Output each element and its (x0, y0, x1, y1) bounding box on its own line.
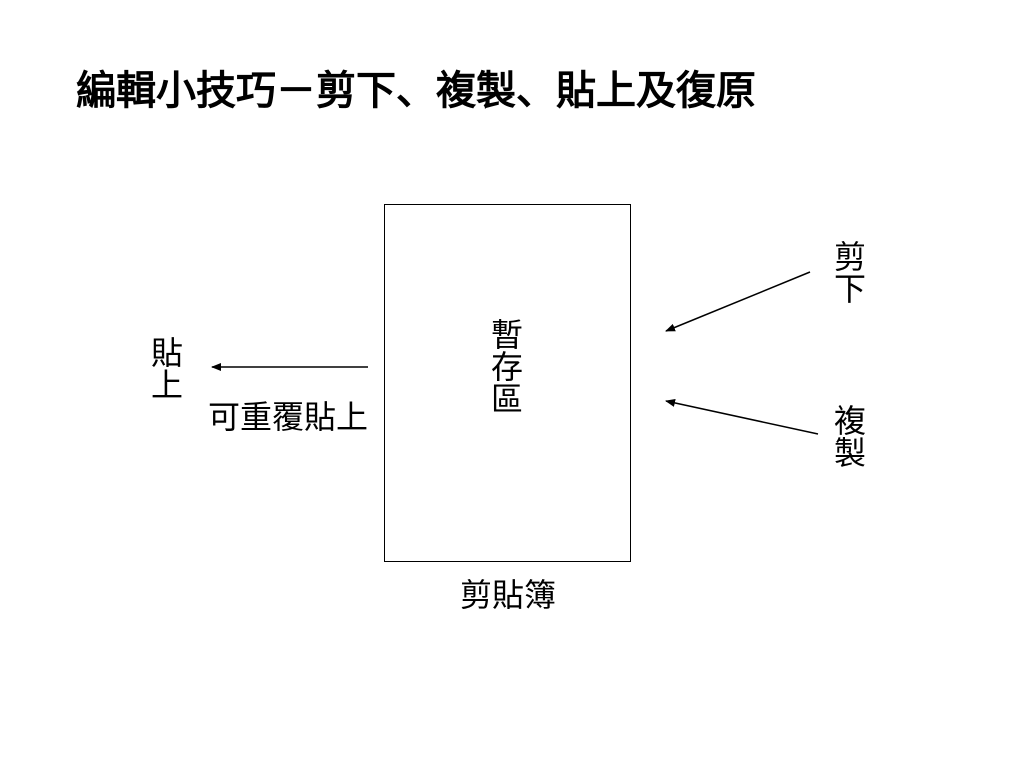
temp-storage-label: 暫存區 (486, 318, 524, 414)
clipboard-box (384, 204, 631, 562)
copy-arrow (665, 399, 819, 435)
paste-label: 貼上 (146, 336, 184, 400)
cut-arrow (665, 271, 811, 332)
repeat-paste-label: 可重覆貼上 (208, 398, 369, 436)
clipboard-caption: 剪貼簿 (460, 576, 557, 614)
cut-label: 剪下 (829, 240, 867, 304)
slide-title: 編輯小技巧－剪下、複製、貼上及復原 (76, 67, 756, 114)
copy-label: 複製 (829, 404, 867, 468)
